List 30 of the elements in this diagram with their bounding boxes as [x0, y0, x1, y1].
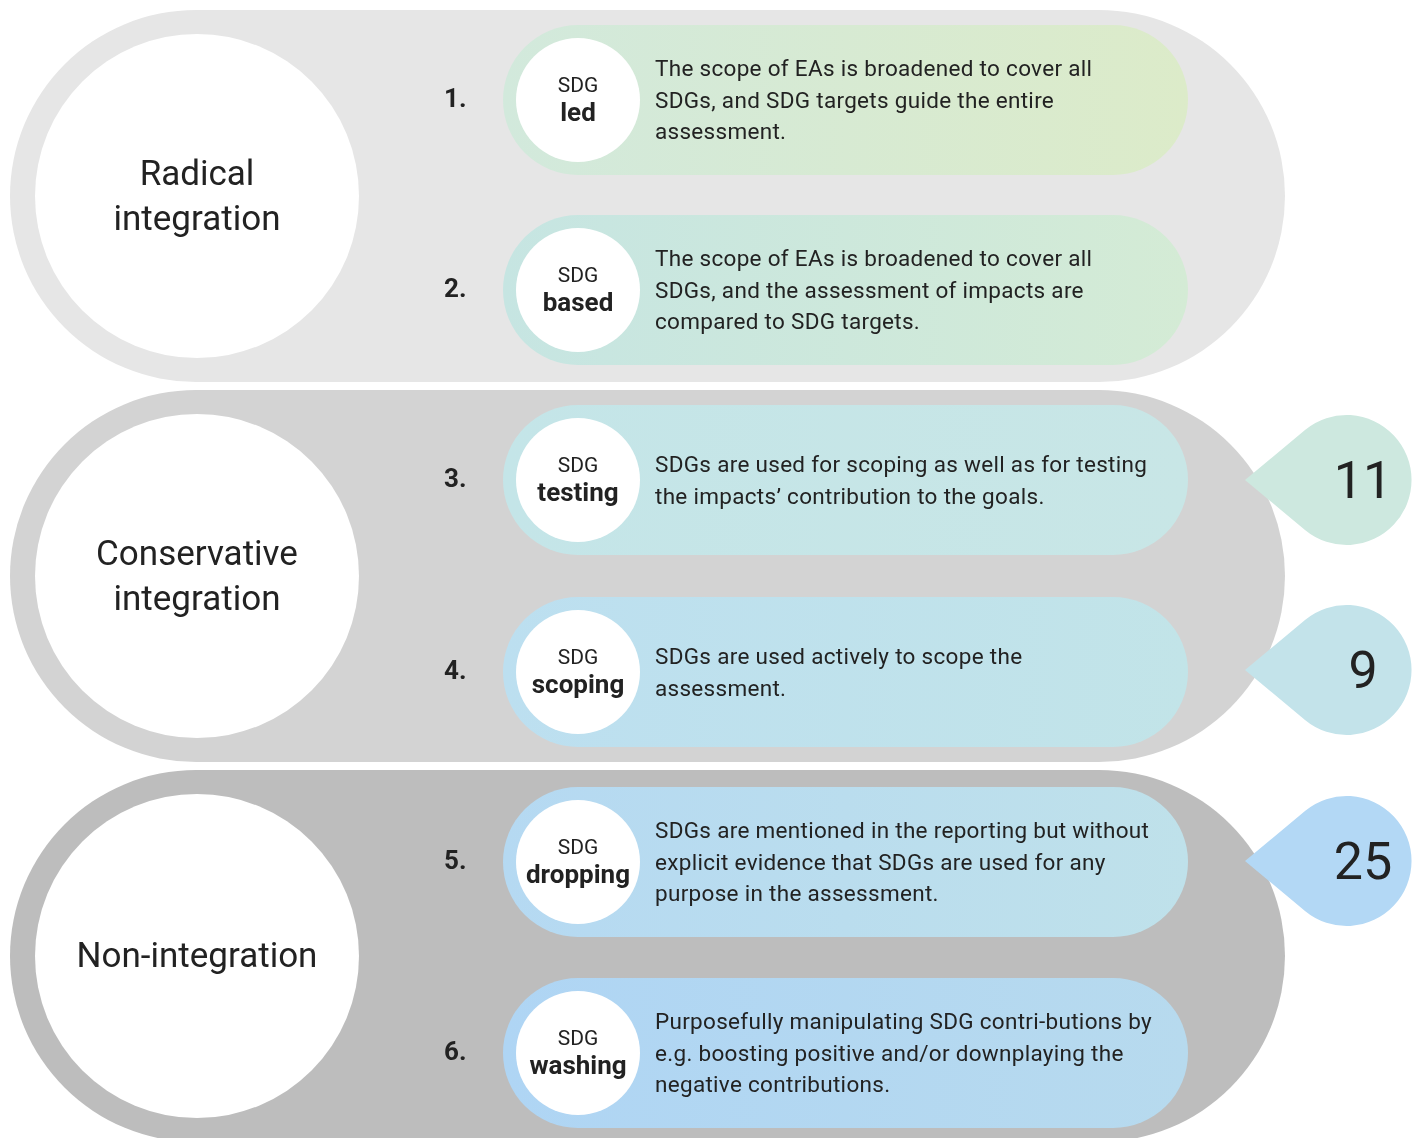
label-prefix: SDG — [557, 1026, 599, 1050]
step-number: 6. — [444, 1036, 467, 1066]
count-number: 11 — [1332, 449, 1394, 511]
step-number: 1. — [444, 83, 467, 113]
label-prefix: SDG — [557, 263, 599, 287]
category-circle: Non-integration — [35, 794, 359, 1118]
step-number: 2. — [444, 273, 467, 303]
description-text: SDGs are mentioned in the reporting but without explicit evidence that SDGs are used for any purpose in the assessment. — [655, 815, 1151, 908]
step-number: 4. — [444, 655, 467, 685]
category-circle: Conservative integration — [35, 414, 359, 738]
description-text: SDGs are used actively to scope the assessment. — [655, 641, 1024, 702]
category-circle: Radical integration — [35, 34, 359, 358]
level-name: scoping — [531, 669, 625, 699]
level-name: testing — [537, 477, 619, 507]
label-prefix: SDG — [557, 835, 599, 859]
label-prefix: SDG — [557, 453, 599, 477]
description-text: SDGs are used for scoping as well as for testing the impacts’ contribution to the goals. — [655, 449, 1149, 511]
description-text: Purposefully manipulating SDG contri-butions by e.g. boosting positive and/or downplaying the negative contributions. — [655, 1006, 1154, 1099]
level-name: washing — [529, 1050, 627, 1080]
level-name: based — [542, 287, 614, 317]
count-number: 9 — [1347, 639, 1379, 701]
label-prefix: SDG — [557, 73, 599, 97]
description-text: The scope of EAs is broadened to cover all SDGs, and the assessment of impacts are compared to SDG targets. — [655, 243, 1094, 336]
level-name: led — [560, 97, 596, 127]
step-number: 5. — [444, 845, 467, 875]
count-number: 25 — [1332, 830, 1394, 892]
label-prefix: SDG — [557, 645, 599, 669]
description-text: The scope of EAs is broadened to cover all SDGs, and SDG targets guide the entire assessment. — [655, 53, 1094, 146]
step-number: 3. — [444, 463, 467, 493]
level-name: dropping — [526, 859, 630, 889]
